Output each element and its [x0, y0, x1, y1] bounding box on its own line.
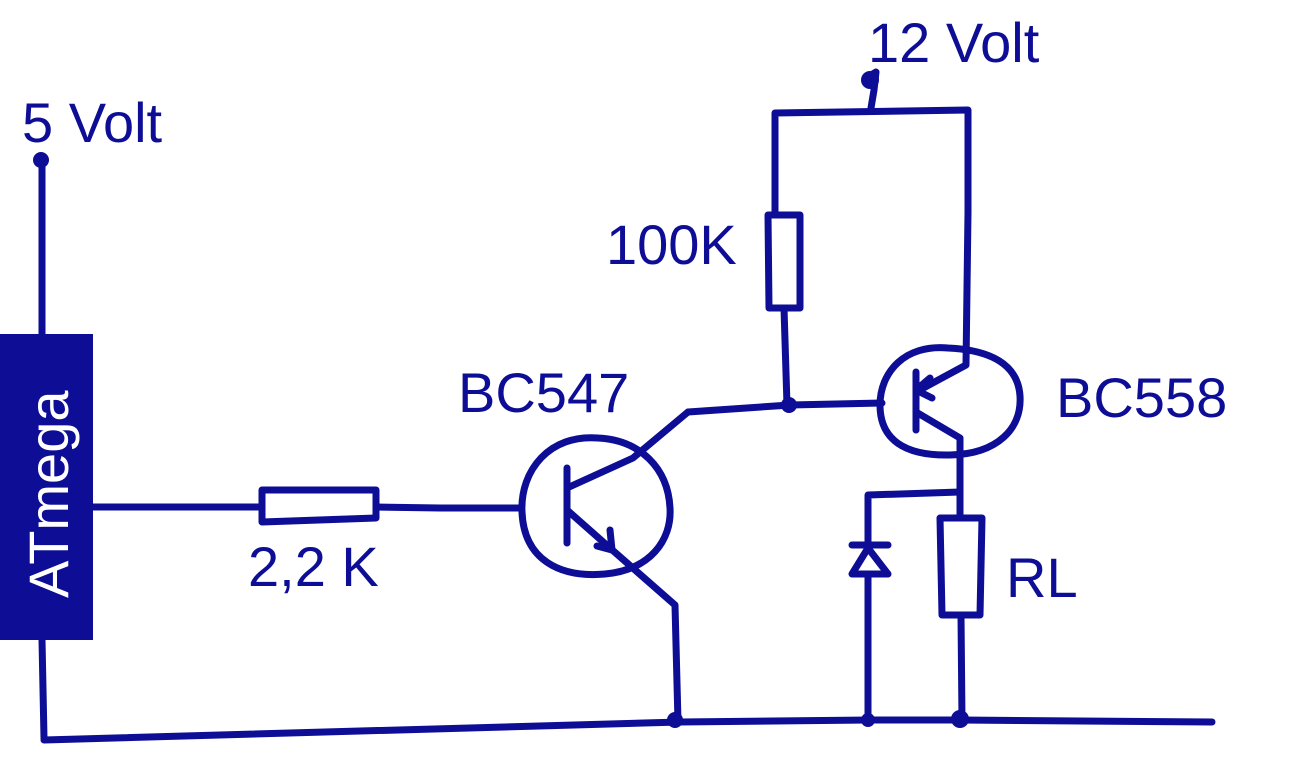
ground-rail: [38, 636, 1216, 744]
base-resistor-2k2: [258, 486, 380, 526]
supply-12v-rail: [771, 68, 972, 216]
bc547-label: BC547: [458, 361, 629, 424]
pullup-resistor-100k: [764, 211, 804, 409]
atmega-label: ATmega: [17, 390, 80, 598]
load-resistor-rl: [936, 496, 986, 728]
load-resistor-label: RL: [1006, 546, 1078, 609]
transistor-bc547: [518, 408, 692, 728]
base-resistor-wire: [89, 503, 524, 512]
supply-12v-label: 12 Volt: [868, 11, 1040, 74]
transistor-bc558: [876, 208, 1024, 504]
pullup-resistor-label: 100K: [606, 213, 737, 276]
base-resistor-label: 2,2 K: [248, 535, 379, 598]
atmega-block: ATmega: [0, 334, 93, 640]
bc558-label: BC558: [1056, 366, 1227, 429]
flyback-diode: [848, 488, 964, 727]
supply-5v-rail: [33, 152, 49, 339]
supply-5v-label: 5 Volt: [22, 91, 163, 154]
